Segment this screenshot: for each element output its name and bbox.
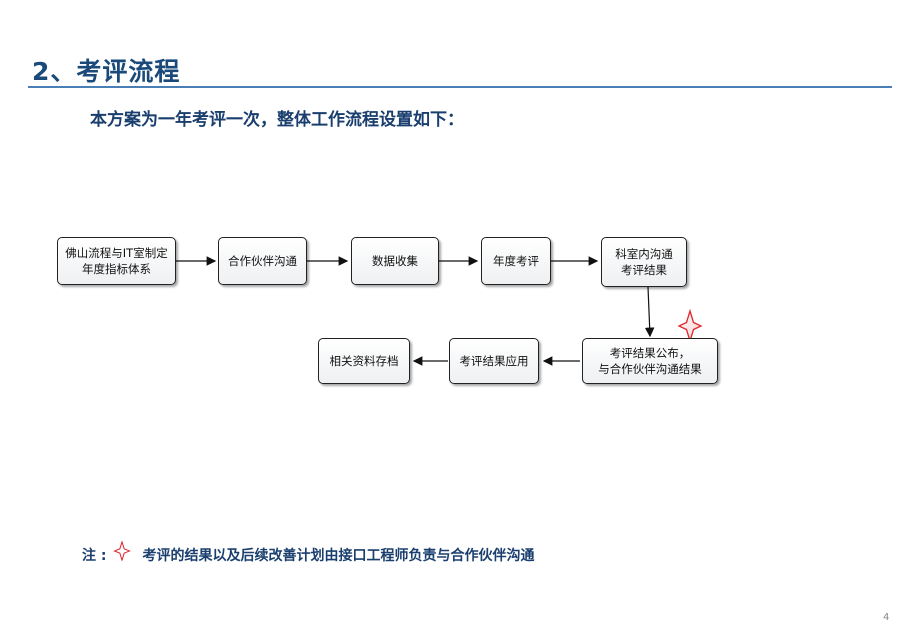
arrow-step5-to-step6 <box>644 286 655 338</box>
flow-step-6: 考评结果公布， 与合作伙伴沟通结果 <box>582 338 718 384</box>
flow-step-6-line1: 考评结果公布， <box>609 346 691 360</box>
slide-title: 2、考评流程 <box>32 57 181 86</box>
title-divider <box>28 86 892 88</box>
flow-step-5-line1: 科室内沟通 <box>615 247 673 261</box>
flow-step-1-line2: 年度指标体系 <box>81 262 151 276</box>
slide-subtitle: 本方案为一年考评一次，整体工作流程设置如下： <box>90 110 464 130</box>
flow-step-3-line1: 数据收集 <box>372 254 418 268</box>
flow-step-4-line1: 年度考评 <box>493 254 539 268</box>
footnote-text: 考评的结果以及后续改善计划由接口工程师负责与合作伙伴沟通 <box>142 548 535 564</box>
footnote: 注 : 考评的结果以及后续改善计划由接口工程师负责与合作伙伴沟通 <box>82 541 535 565</box>
flow-step-7-line1: 考评结果应用 <box>459 354 529 368</box>
flow-step-5-line2: 考评结果 <box>621 263 667 277</box>
flow-step-2-line1: 合作伙伴沟通 <box>228 254 297 268</box>
flow-step-8-line1: 相关资料存档 <box>329 354 399 368</box>
flow-step-4: 年度考评 <box>481 237 551 285</box>
flow-step-1-line1: 佛山流程与IT室制定 <box>65 246 168 260</box>
flow-step-5: 科室内沟通考评结果 <box>601 237 687 287</box>
flow-step-2: 合作伙伴沟通 <box>218 237 307 285</box>
red-star-icon <box>677 308 703 344</box>
page-number: 4 <box>883 612 890 623</box>
flow-step-8: 相关资料存档 <box>318 338 410 384</box>
red-star-icon <box>113 541 132 561</box>
flow-step-7: 考评结果应用 <box>449 338 539 384</box>
flow-step-3: 数据收集 <box>351 237 439 285</box>
footnote-label: 注 : <box>82 548 107 564</box>
flow-step-6-line2: 与合作伙伴沟通结果 <box>598 362 702 376</box>
flow-step-1: 佛山流程与IT室制定年度指标体系 <box>57 237 176 285</box>
